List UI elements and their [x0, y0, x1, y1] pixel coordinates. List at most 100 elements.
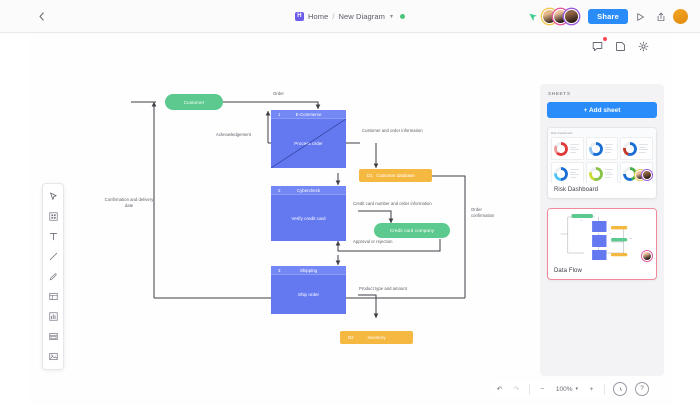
svg-text:info: info: [609, 233, 611, 235]
node-customer[interactable]: Customer: [165, 94, 223, 110]
undo-button[interactable]: ↶: [496, 386, 503, 393]
cursor-icon: [529, 12, 537, 21]
process-body: Ship order: [271, 275, 346, 314]
version-history-button[interactable]: [610, 381, 630, 397]
donut-chart-icon: [623, 166, 638, 181]
canvas[interactable]: Customer 1 E-Commerce Process order: [28, 33, 672, 405]
export-icon[interactable]: [653, 9, 668, 24]
data-store-title: Inventory: [367, 335, 386, 340]
sheet-name: Risk Dashboard: [554, 187, 599, 193]
node-process-cybercheck[interactable]: 2 Cybercheck Verify credit card: [271, 186, 346, 241]
pen-tool[interactable]: [45, 268, 62, 285]
collaborator-avatars: [542, 9, 580, 24]
sheet-thumbnail: Risk Dashboard: [548, 128, 656, 183]
sheet-name: Data Flow: [554, 268, 582, 274]
sheet-card-data-flow[interactable]: flow info label Data Flow: [547, 208, 657, 280]
divider: [528, 383, 530, 395]
tool-rail: [42, 183, 64, 370]
redo-button: ↷: [513, 386, 520, 393]
image-tool[interactable]: [45, 348, 62, 365]
share-button[interactable]: Share: [588, 9, 628, 24]
dataflow-preview: flow info label: [548, 209, 656, 264]
top-bar: H Home / New Diagram ▾ Share: [0, 0, 700, 33]
divider: [604, 383, 605, 395]
flow-label-confirmation-and-delivery-date: Confirmation and delivery date: [104, 197, 154, 208]
node-data-store-customer-database[interactable]: D1 Customer database: [359, 169, 432, 182]
process-header: 1 E-Commerce: [271, 110, 346, 119]
process-body-label: Ship order: [297, 292, 320, 297]
node-label: Customer: [183, 99, 205, 105]
sheets-heading: SHEETS: [548, 91, 571, 96]
dashboard-preview-grid: [551, 137, 653, 183]
back-button[interactable]: [28, 3, 54, 29]
frame-tool[interactable]: [45, 328, 62, 345]
process-header: 3 Shipping: [271, 266, 346, 275]
donut-tile: [585, 137, 619, 160]
select-cursor-tool[interactable]: [45, 188, 62, 205]
canvas-area[interactable]: Customer 1 E-Commerce Process order: [28, 33, 672, 405]
donut-tile: [551, 162, 584, 183]
flow-label-order: Order: [273, 91, 284, 96]
comment-icon[interactable]: [589, 37, 607, 55]
flow-label-credit-card-number-and-order-information: Credit card number and order information: [353, 201, 432, 206]
donut-chart-icon: [554, 141, 568, 156]
top-bar-actions: Share: [529, 0, 688, 33]
add-sheet-button[interactable]: + Add sheet: [547, 102, 657, 118]
zoom-toolbar: ↶ ↷ − 100% ▾ + ?: [491, 381, 652, 397]
donut-chart-icon: [588, 141, 603, 156]
node-label: Credit card company: [389, 228, 435, 233]
donut-chart-icon: [588, 166, 603, 181]
avatar[interactable]: [642, 170, 652, 180]
shapes-tool[interactable]: [45, 208, 62, 225]
chart-tool[interactable]: [45, 308, 62, 325]
page-icon[interactable]: [612, 38, 629, 55]
node-credit-card-company[interactable]: Credit card company: [374, 223, 450, 238]
data-flow-diagram[interactable]: Customer 1 E-Commerce Process order: [28, 33, 672, 405]
process-header: 2 Cybercheck: [271, 186, 346, 195]
flow-label-acknowledgement: Acknowledgement: [216, 132, 251, 137]
line-tool[interactable]: [45, 248, 62, 265]
svg-text:flow: flow: [580, 220, 583, 222]
breadcrumb-current[interactable]: New Diagram: [338, 12, 385, 21]
saved-status-dot: [400, 14, 406, 19]
present-icon[interactable]: [633, 9, 648, 24]
zoom-out-button[interactable]: −: [540, 385, 545, 393]
zoom-level-value: 100%: [555, 385, 573, 393]
flow-label-customer-and-order-information: Customer and order information: [362, 128, 423, 133]
sheets-panel: SHEETS + Add sheet Risk Dashboard: [540, 84, 664, 376]
zoom-level-select[interactable]: 100% ▾: [552, 381, 582, 397]
node-process-shipping[interactable]: 3 Shipping Ship order: [271, 266, 346, 314]
avatar[interactable]: [642, 251, 652, 261]
process-body: Verify credit card: [271, 195, 346, 241]
chevron-down-icon: ▾: [575, 386, 578, 392]
chevron-left-icon: [38, 11, 44, 21]
donut-tile: [585, 162, 619, 183]
node-data-store-inventory[interactable]: D2 Inventory: [340, 331, 413, 344]
breadcrumb-home[interactable]: Home: [307, 12, 329, 21]
table-tool[interactable]: [45, 288, 62, 305]
history-clock-icon: [613, 382, 627, 396]
process-title: E-Commerce: [295, 111, 322, 117]
process-body-label: Verify credit card: [291, 215, 326, 221]
process-number: 1: [278, 111, 281, 117]
text-tool[interactable]: [45, 228, 62, 245]
avatar[interactable]: [564, 9, 580, 24]
process-number: 3: [278, 267, 281, 273]
process-body-label: Process order: [294, 141, 323, 146]
flow-label-approval-or-rejection: Approval or rejection: [353, 239, 393, 244]
settings-gear-icon[interactable]: [635, 38, 652, 55]
donut-chart-icon: [554, 166, 568, 181]
breadcrumb-separator: /: [332, 12, 335, 21]
flow-label-product-type-and-amount: Product type and amount: [359, 286, 407, 291]
chevron-down-icon[interactable]: ▾: [390, 14, 394, 20]
zoom-in-button[interactable]: +: [589, 385, 594, 393]
dataflow-preview-graphic: flow info label: [560, 214, 633, 260]
data-store-number: D2: [348, 335, 354, 340]
sheet-card-risk-dashboard[interactable]: Risk Dashboard: [547, 127, 657, 199]
node-process-e-commerce[interactable]: 1 E-Commerce Process order: [271, 110, 346, 168]
current-user-avatar[interactable]: [673, 9, 688, 24]
process-title: Cybercheck: [296, 187, 321, 193]
help-button[interactable]: ?: [632, 381, 652, 397]
sheet-viewer-avatars: [635, 170, 652, 180]
process-number: 2: [278, 187, 281, 193]
